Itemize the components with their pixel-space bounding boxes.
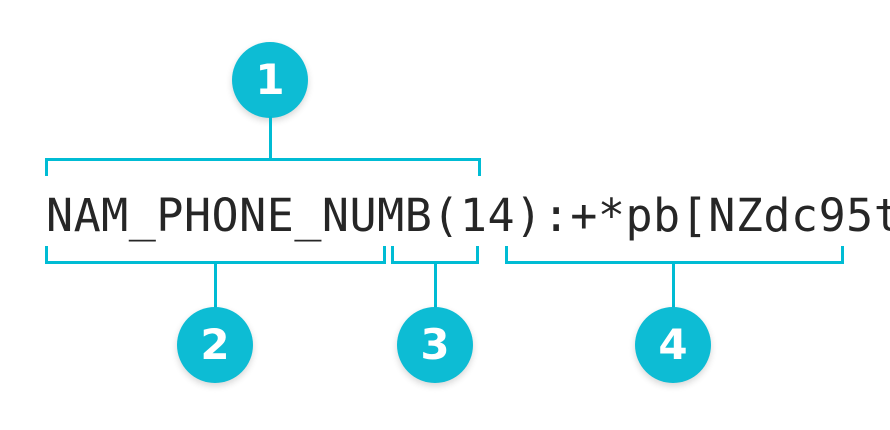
callout-stem-1 — [269, 116, 272, 160]
callout-stem-2 — [214, 263, 217, 308]
bracket-annotation-2 — [45, 246, 386, 264]
callout-badge-4[interactable]: 4 — [635, 307, 711, 383]
callout-badge-2[interactable]: 2 — [177, 307, 253, 383]
callout-badge-3[interactable]: 3 — [397, 307, 473, 383]
callout-badge-1-label: 1 — [255, 55, 285, 104]
callout-stem-3 — [434, 263, 437, 308]
bracket-annotation-3 — [391, 246, 479, 264]
code-string: NAM_PHONE_NUMB(14):+*pb[NZdc95tLB — [46, 189, 890, 242]
callout-stem-4 — [672, 263, 675, 308]
callout-badge-3-label: 3 — [420, 320, 450, 369]
bracket-annotation-1 — [45, 158, 481, 176]
callout-badge-2-label: 2 — [200, 320, 230, 369]
callout-badge-4-label: 4 — [658, 320, 688, 369]
bracket-annotation-4 — [505, 246, 844, 264]
callout-badge-1[interactable]: 1 — [232, 42, 308, 118]
